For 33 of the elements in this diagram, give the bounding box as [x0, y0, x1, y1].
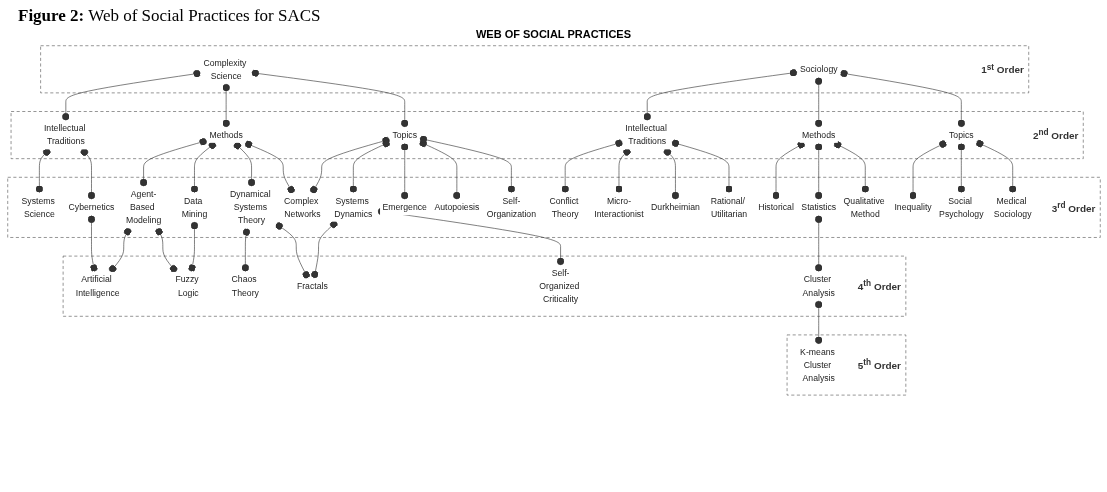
node-text: Cybernetics: [68, 202, 114, 213]
node-text: Dynamical Systems Theory: [229, 189, 271, 226]
node-text: Topics: [948, 129, 974, 140]
node-text: Complexity Science: [202, 57, 246, 81]
node-text: Complex Networks: [283, 195, 321, 219]
figure-title: Figure 2: Web of Social Practices for SACS: [18, 6, 322, 26]
node-text: Intellectual Traditions: [43, 123, 85, 147]
node-text: K-means Cluster Analysis: [799, 346, 835, 383]
node-text: Statistics: [800, 202, 836, 213]
node-text: Systems Science: [21, 195, 55, 219]
node-text: Cluster Analysis: [802, 274, 835, 298]
node-text: Fractals: [296, 280, 328, 291]
node-text: Data Mining: [181, 195, 207, 219]
node-text: Medical Sociology: [993, 195, 1032, 219]
node-text: Sociology: [799, 64, 838, 74]
node-text: Autopoiesis: [433, 202, 479, 213]
node-text: Chaos Theory: [231, 274, 259, 298]
node-text: Self-Organized Criticality: [538, 267, 579, 304]
node-text: Social Psychology: [938, 195, 984, 219]
node-text: Fuzzy Logic: [174, 274, 199, 298]
node-text: Topics: [391, 129, 417, 140]
node-text: Micro-Interactionist: [593, 195, 644, 219]
diagram-heading: WEB OF SOCIAL PRACTICES: [475, 28, 632, 40]
node-text: Artificial Intelligence: [75, 274, 120, 298]
node-text: Self-Organization: [486, 195, 536, 219]
node-text: Durkheimian: [650, 202, 700, 213]
node-text: Historical: [757, 202, 794, 213]
node-text: Inequality: [893, 202, 932, 213]
node-text: Qualitative Method: [843, 195, 885, 219]
node-text: Systems Dynamics: [333, 195, 372, 219]
node-text: Agent-Based Modeling: [125, 189, 161, 226]
node-text: Conflict Theory: [548, 195, 579, 219]
node-text: Rational/ Utilitarian: [710, 195, 747, 219]
